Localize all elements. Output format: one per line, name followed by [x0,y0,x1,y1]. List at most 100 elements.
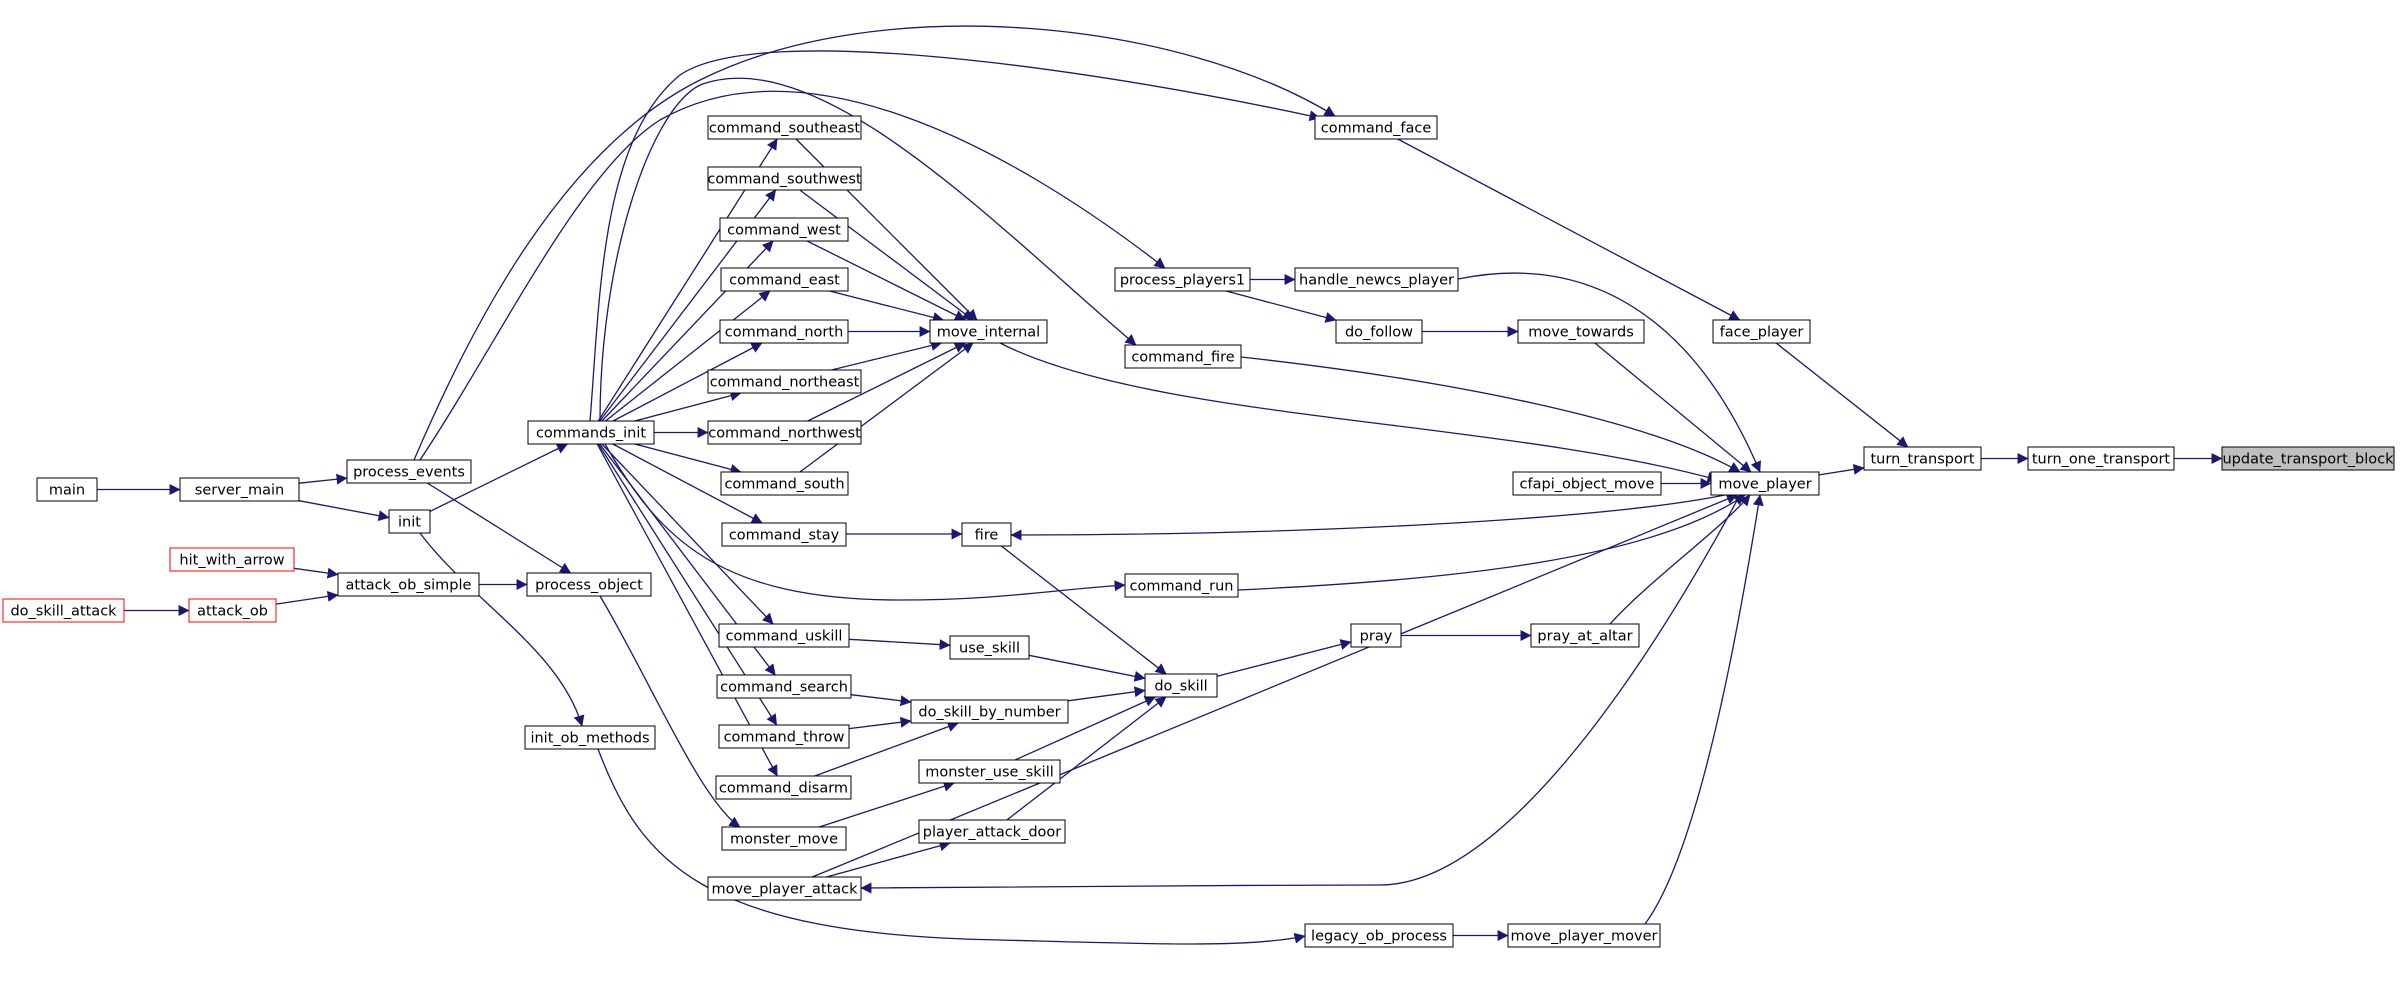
node-label: command_fire [1131,350,1234,366]
node-command-east[interactable]: command_east [720,267,849,292]
node-turn-one-transport[interactable]: turn_one_transport [2027,446,2175,471]
edge-init-to-init_ob_methods [419,532,585,727]
node-box [388,509,431,534]
node-label: update_transport_block [2222,452,2394,468]
node-attack-ob[interactable]: attack_ob [188,598,277,623]
edge-move_player_attack-to-player_attack_door [826,840,951,878]
node-use-skill[interactable]: use_skill [949,635,1030,660]
node-move-player-attack[interactable]: move_player_attack [707,876,862,901]
node-face-player[interactable]: face_player [1712,319,1811,344]
node-command-north[interactable]: command_north [719,319,849,344]
node-label: move_player_mover [1510,929,1657,945]
edge-move_internal-to-move_player [999,342,1719,483]
node-label: player_attack_door [923,825,1062,841]
node-command-west[interactable]: command_west [719,217,849,242]
node-hit-with-arrow[interactable]: hit_with_arrow [169,547,295,572]
node-box [1335,319,1423,344]
node-box [718,623,850,648]
node-label: process_players1 [1120,273,1245,289]
edge-process_object-to-monster_move [599,595,741,828]
node-monster-move[interactable]: monster_move [721,826,847,851]
edge-command_face-to-face_player [1397,138,1741,321]
node-move-player[interactable]: move_player [1710,471,1820,496]
node-box [1710,471,1820,496]
node-move-towards[interactable]: move_towards [1517,319,1645,344]
node-move-player-mover[interactable]: move_player_mover [1507,923,1661,948]
node-monster-use-skill[interactable]: monster_use_skill [918,759,1061,784]
node-box [918,759,1061,784]
node-label: process_events [353,465,465,481]
node-update-transport-block[interactable]: update_transport_block [2221,446,2395,471]
edge-commands_init-to-command_south [634,443,742,475]
node-legacy-ob-process[interactable]: legacy_ob_process [1304,923,1454,948]
node-box [949,635,1030,660]
node-box [1294,267,1459,292]
edge-commands_init-to-command_east [605,290,771,422]
node-command-northwest[interactable]: command_northwest [707,420,862,445]
node-main[interactable]: main [36,477,98,502]
node-server-main[interactable]: server_main [179,477,300,502]
node-command-south[interactable]: command_south [720,471,849,496]
node-process-object[interactable]: process_object [526,572,652,597]
edge-init-to-commands_init [429,443,568,512]
node-command-face[interactable]: command_face [1314,115,1438,140]
edge-use_skill-to-do_skill [1028,654,1146,682]
node-box [1863,446,1982,471]
node-label: command_northeast [710,375,860,391]
node-label: move_internal [937,325,1040,341]
node-pray[interactable]: pray [1350,623,1402,648]
node-process-players1[interactable]: process_players1 [1114,267,1251,292]
node-init-ob-methods[interactable]: init_ob_methods [524,725,656,750]
node-do-skill[interactable]: do_skill [1144,673,1218,698]
node-command-run[interactable]: command_run [1124,573,1239,598]
node-command-uskill[interactable]: command_uskill [718,623,850,648]
node-label: command_southeast [709,121,860,137]
node-command-stay[interactable]: command_stay [721,522,847,547]
node-box [526,572,652,597]
node-label: command_uskill [726,629,843,645]
node-init[interactable]: init [388,509,431,534]
node-label: command_west [727,223,841,239]
node-cfapi-object-move[interactable]: cfapi_object_move [1512,471,1662,496]
node-command-search[interactable]: command_search [716,674,852,699]
node-box [1517,319,1645,344]
node-box [707,876,862,901]
node-box [2027,446,2175,471]
edge-commands_init-to-command_uskill [601,443,774,625]
node-label: command_east [729,273,840,289]
node-label: legacy_ob_process [1311,929,1447,945]
node-label: commands_init [536,426,646,442]
node-box [719,217,849,242]
node-fire[interactable]: fire [961,522,1012,547]
node-pray-at-altar[interactable]: pray_at_altar [1530,623,1640,648]
node-player-attack-door[interactable]: player_attack_door [918,819,1066,844]
node-commands-init[interactable]: commands_init [527,420,655,445]
node-command-fire[interactable]: command_fire [1124,344,1242,369]
node-handle-newcs-player[interactable]: handle_newcs_player [1294,267,1459,292]
node-command-southeast[interactable]: command_southeast [707,115,862,140]
node-do-follow[interactable]: do_follow [1335,319,1423,344]
edge-do_skill-to-pray [1216,639,1352,677]
node-label: do_skill [1154,679,1207,695]
node-attack-ob-simple[interactable]: attack_ob_simple [337,572,480,597]
node-command-southwest[interactable]: command_southwest [707,166,862,191]
node-box [707,166,862,191]
node-do-skill-attack[interactable]: do_skill_attack [2,598,125,623]
node-process-events[interactable]: process_events [346,459,472,484]
node-move-internal[interactable]: move_internal [929,319,1048,344]
node-turn-transport[interactable]: turn_transport [1863,446,1982,471]
node-box [929,319,1048,344]
node-label: use_skill [959,641,1020,657]
edge-init_ob_methods-to-legacy_ob_process [597,748,1306,945]
edge-process_events-to-process_object [426,482,572,574]
node-label: hit_with_arrow [179,553,284,569]
node-command-disarm[interactable]: command_disarm [715,775,852,800]
edge-move_towards-to-move_player [1594,342,1752,473]
node-do-skill-by-number[interactable]: do_skill_by_number [910,699,1069,724]
node-command-northeast[interactable]: command_northeast [707,369,862,394]
node-box [2,598,125,623]
node-command-throw[interactable]: command_throw [718,724,850,749]
node-label: attack_ob_simple [346,578,472,594]
node-box [716,674,852,699]
edge-player_attack_door-to-do_skill [1006,696,1167,821]
